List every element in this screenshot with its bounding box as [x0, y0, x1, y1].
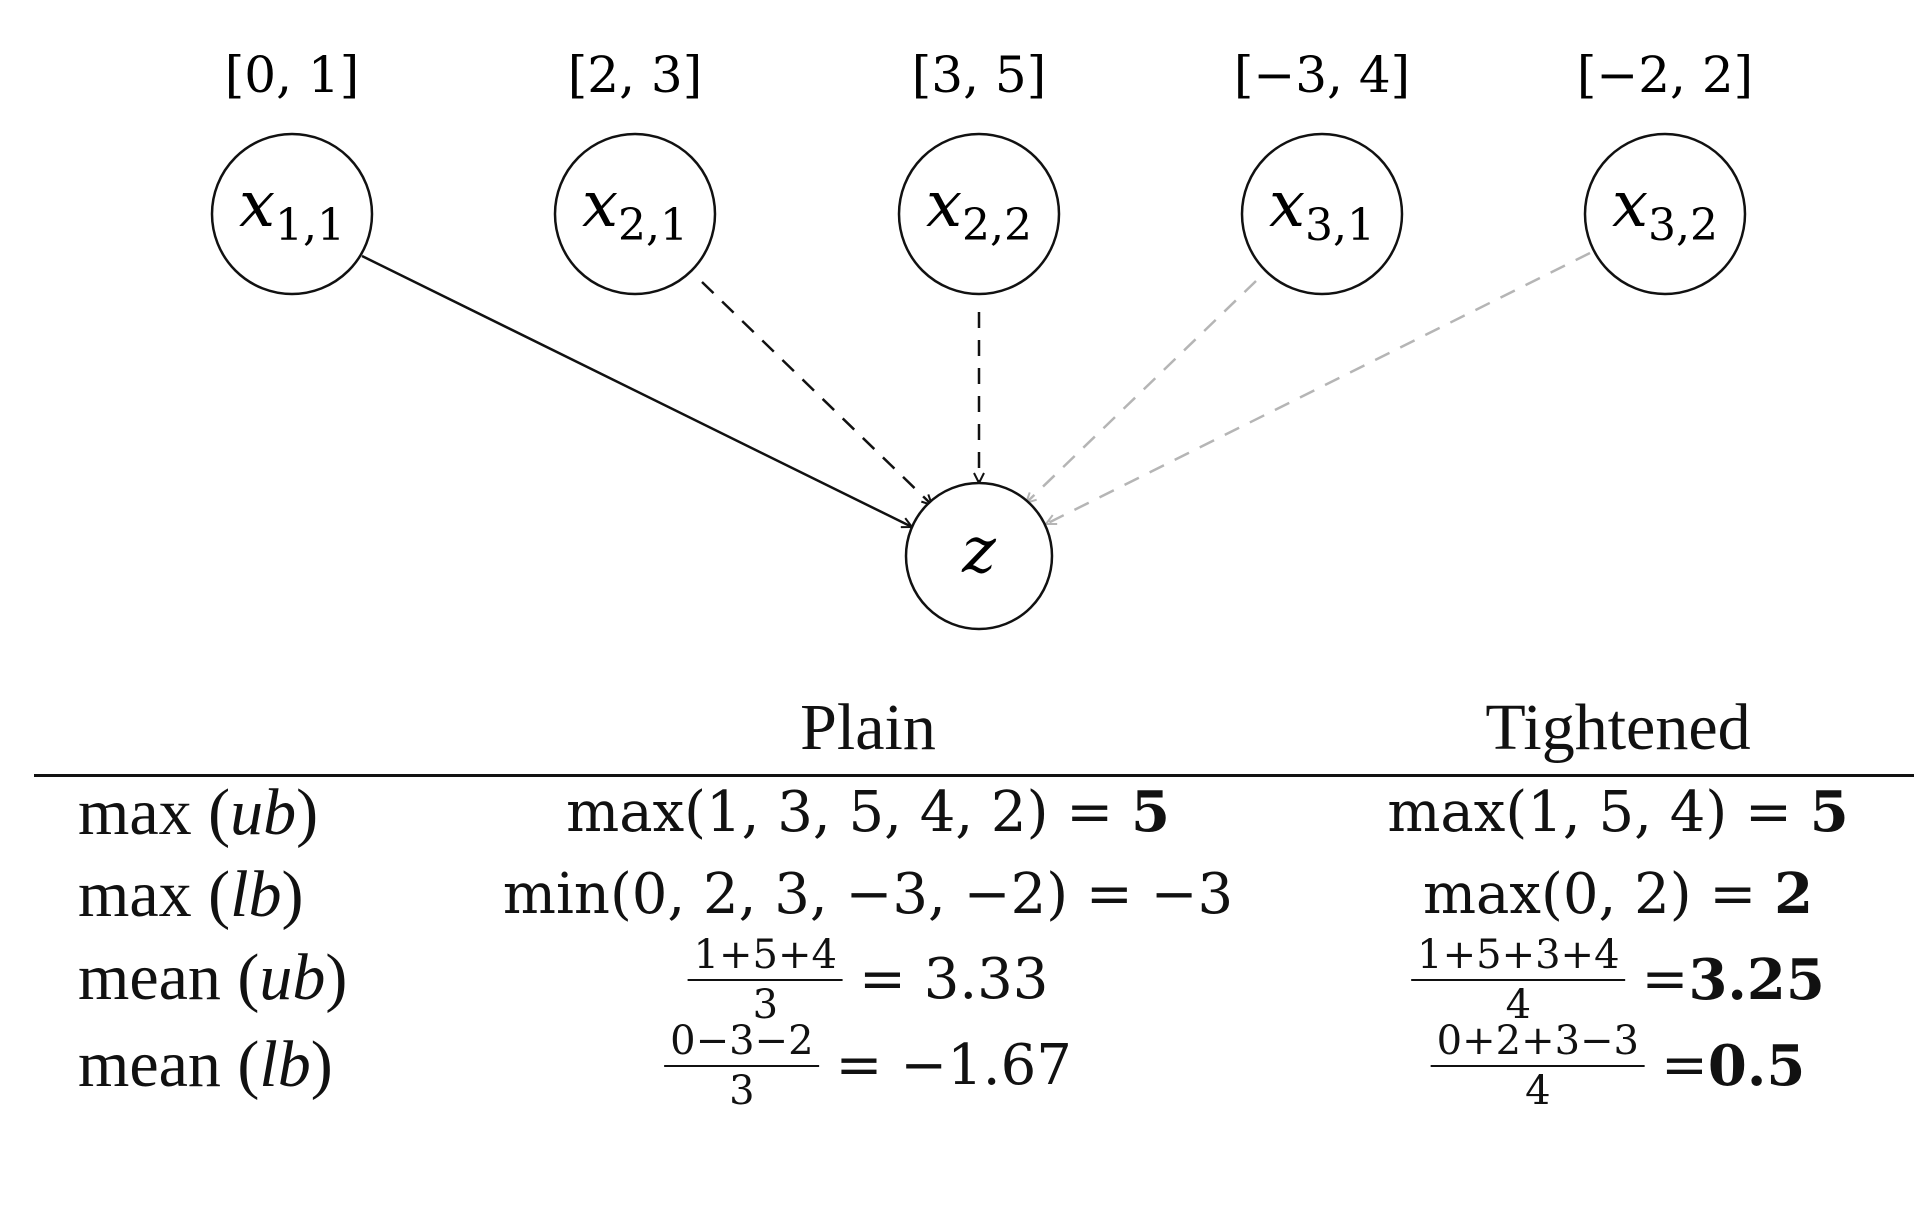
row-label-mean-lb: mean (lb)	[78, 1028, 333, 1101]
input-node-x31: [−3, 4] x3,1	[1234, 46, 1410, 296]
range-label: [2, 3]	[568, 46, 702, 104]
edge-x11-z	[361, 254, 912, 529]
range-label: [0, 1]	[225, 46, 359, 104]
node-subscript: 3,2	[1648, 200, 1718, 251]
header-rule	[34, 774, 1914, 777]
node-var: x	[582, 168, 618, 242]
tightened-max-lb: max(0, 2) = 2	[1422, 861, 1814, 927]
svg-text:x3,1: x3,1	[1269, 168, 1375, 251]
range-label: [−3, 4]	[1234, 46, 1410, 104]
svg-text:x2,2: x2,2	[926, 168, 1032, 251]
output-node-z: z	[904, 481, 1054, 631]
plain-max-ub: max(1, 3, 5, 4, 2) = 5	[566, 779, 1170, 845]
node-subscript: 2,1	[618, 200, 688, 251]
node-var: x	[239, 168, 275, 242]
range-label: [−2, 2]	[1577, 46, 1753, 104]
input-node-x11: [0, 1] x1,1	[210, 46, 374, 296]
svg-text:x3,2: x3,2	[1612, 168, 1718, 251]
row-label-mean-ub: mean (ub)	[78, 941, 348, 1014]
node-var: x	[1612, 168, 1648, 242]
node-var: x	[926, 168, 962, 242]
plain-max-lb: min(0, 2, 3, −3, −2) = −3	[502, 862, 1234, 927]
input-node-x32: [−2, 2] x3,2	[1577, 46, 1753, 296]
row-label-max-ub: max (ub)	[78, 776, 319, 849]
node-subscript: 3,1	[1305, 200, 1375, 251]
node-subscript: 2,2	[962, 200, 1032, 251]
column-header-plain: Plain	[800, 691, 936, 764]
input-node-x21: [2, 3] x2,1	[553, 46, 717, 296]
tightened-max-ub: max(1, 5, 4) = 5	[1387, 779, 1849, 845]
row-label-max-lb: max (lb)	[78, 858, 304, 931]
svg-text:x2,1: x2,1	[582, 168, 688, 251]
svg-text:x1,1: x1,1	[239, 168, 345, 251]
range-label: [3, 5]	[912, 46, 1046, 104]
column-header-tightened: Tightened	[1485, 691, 1751, 764]
node-subscript: 1,1	[275, 200, 345, 251]
node-var: x	[1269, 168, 1305, 242]
edge-x21-z	[701, 281, 932, 505]
edge-x32-z	[1046, 251, 1591, 526]
input-node-x22: [3, 5] x2,2	[897, 46, 1061, 296]
edge-x31-z	[1026, 280, 1257, 503]
node-var: z	[961, 514, 997, 588]
